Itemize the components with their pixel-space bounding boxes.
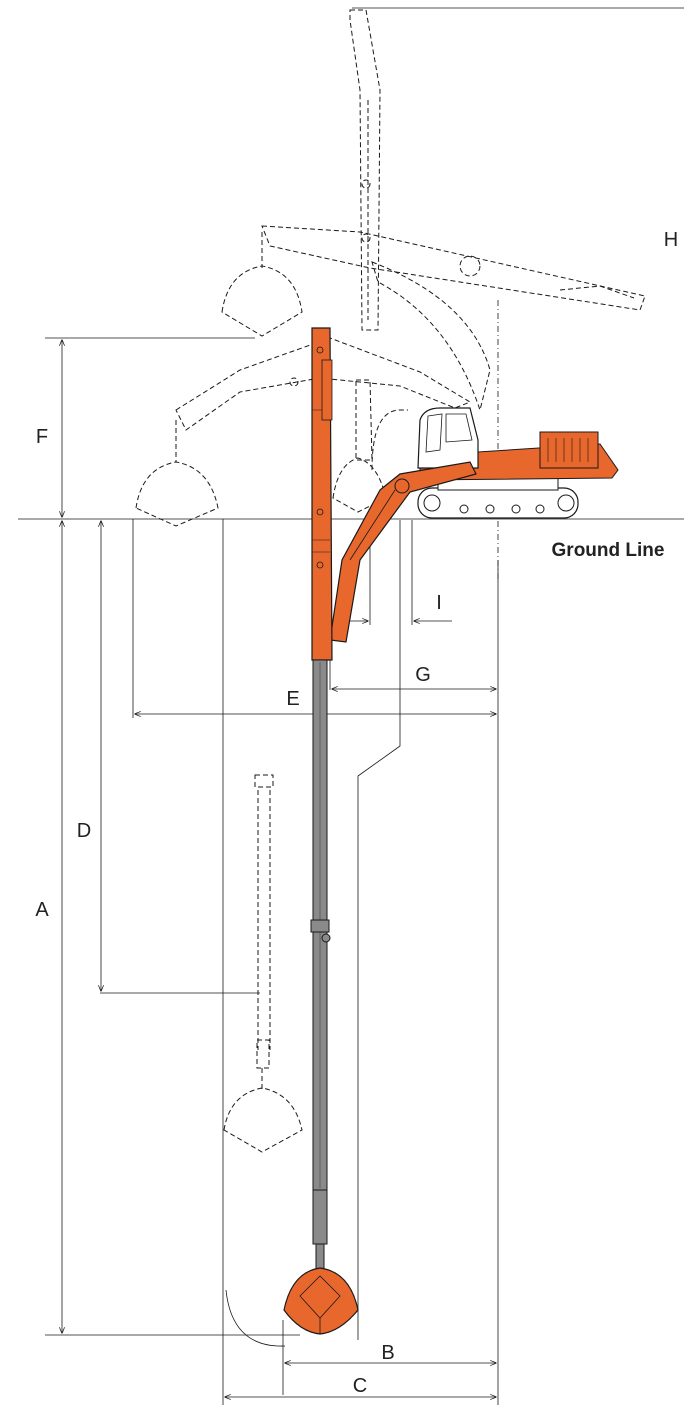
dimension-label-b: B	[381, 1342, 394, 1364]
dimension-label-c: C	[353, 1375, 367, 1397]
dimension-label-f: F	[36, 426, 48, 448]
alternate-positions-outline	[135, 9, 646, 1153]
clamshell-bucket	[283, 1267, 359, 1335]
dimension-label-h: H	[664, 229, 678, 251]
dimension-lines	[62, 340, 496, 1397]
dimension-label-g: G	[415, 664, 431, 686]
dimension-label-a: A	[35, 899, 49, 921]
dimension-label-d: D	[77, 820, 91, 842]
dimension-label-e: E	[286, 688, 299, 710]
excavator-body	[283, 327, 619, 1335]
ground-line-label: Ground Line	[552, 540, 665, 561]
reference-lines	[45, 7, 684, 1405]
boom	[329, 461, 477, 643]
dimension-label-i: I	[436, 592, 442, 614]
